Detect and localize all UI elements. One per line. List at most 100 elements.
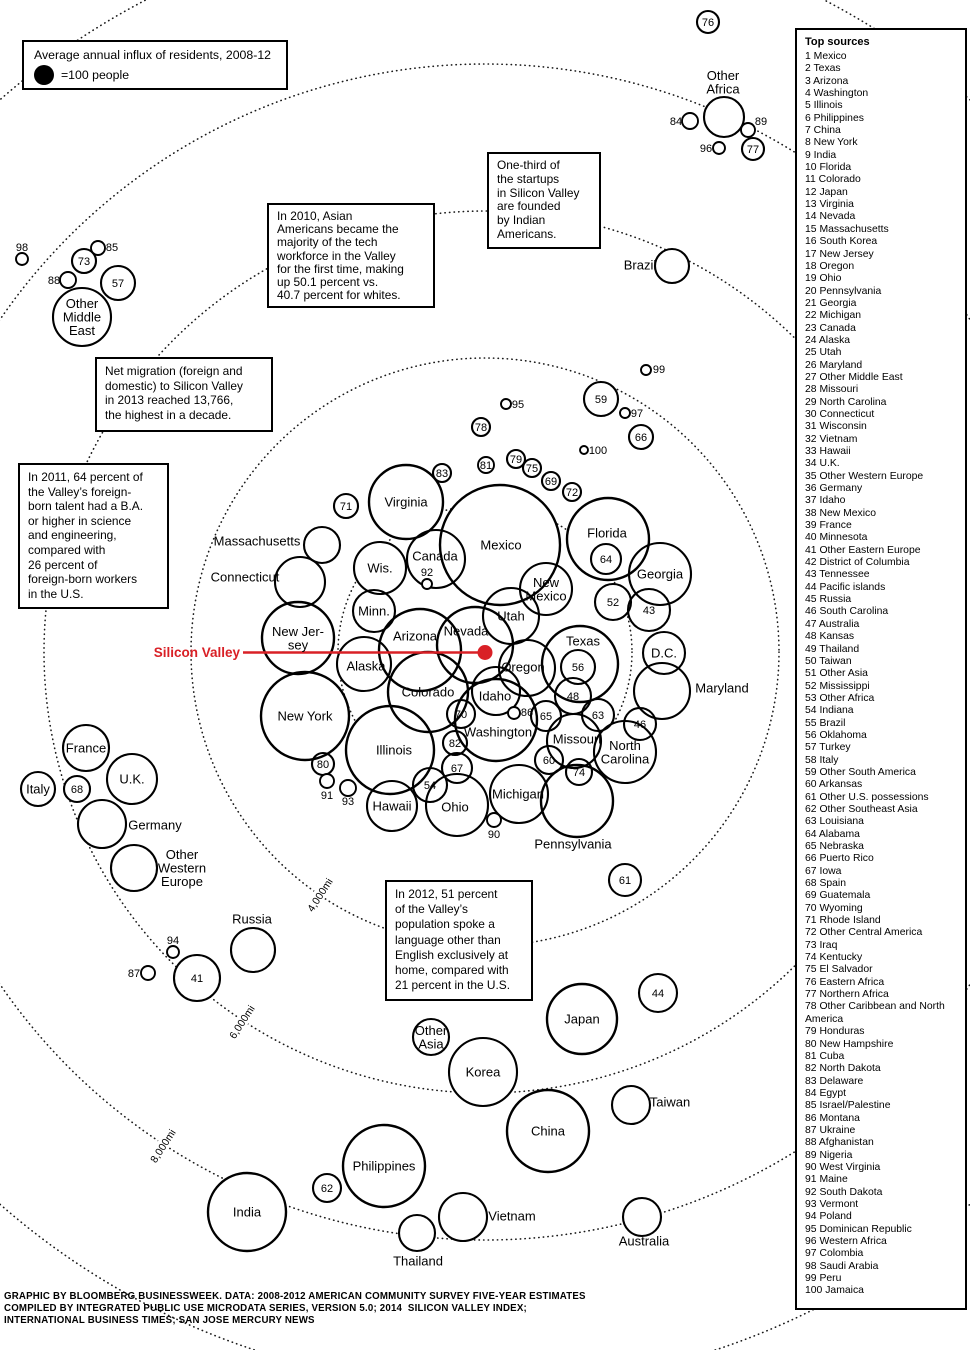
source-item: 59 Other South America [805, 766, 916, 778]
bubble-fill [449, 1038, 517, 1106]
bubble-outline [424, 772, 490, 838]
bubble-fill [261, 672, 349, 760]
legend-box: Average annual influx of residents, 2008… [22, 40, 288, 90]
source-item: 4 Washington [805, 88, 869, 100]
source-item: 93 Vermont [805, 1198, 859, 1210]
bubble-label: Italy [26, 782, 50, 797]
bubble-outline [565, 496, 651, 582]
bubble-fill [334, 494, 358, 518]
bubble-fill [208, 1173, 286, 1251]
bubble-label: Europe [161, 874, 203, 889]
bubble-outline [405, 528, 467, 590]
bubble-outline [411, 1017, 451, 1057]
bubble-fill [567, 498, 649, 580]
ring-label-bg [143, 1121, 182, 1171]
bubble-label: 92 [421, 567, 433, 579]
bubble-fill [472, 418, 490, 436]
bubble-label: Connecticut [211, 570, 280, 585]
bubble-fill [555, 678, 591, 714]
bubble-outline [51, 286, 113, 348]
bubble-label: North [609, 738, 641, 753]
bubble-fill [111, 845, 157, 891]
bubble-fill [697, 11, 719, 33]
bubble-label: Minn. [358, 604, 390, 619]
bubble-outline [431, 462, 453, 484]
bubble-outline [99, 264, 137, 302]
bubble-outline [367, 463, 445, 541]
bubble-label: East [69, 323, 95, 338]
bubble-label: India [233, 1205, 262, 1220]
bubble-fill [337, 637, 391, 691]
bubble-fill [174, 955, 220, 1001]
bubble-fill [72, 249, 96, 273]
source-item: 52 Mississippi [805, 680, 870, 692]
bubble-outline [695, 9, 721, 35]
bubble-small [319, 773, 335, 789]
bubble-fill [639, 974, 677, 1012]
source-item: 45 Russia [805, 594, 852, 606]
bubble-fill [542, 472, 560, 490]
bubble-outline [61, 723, 111, 773]
bubble-outline [76, 798, 128, 850]
bubble-label: 90 [488, 829, 500, 841]
bubble-outline [702, 95, 746, 139]
bubble-outline [632, 661, 692, 721]
ring-label-bg [222, 997, 261, 1047]
bubble-label: Ohio [441, 800, 468, 815]
bubble-outline [352, 540, 408, 596]
bubble-fill [561, 650, 595, 684]
source-item: 71 Rhode Island [805, 915, 881, 927]
source-item: 66 Puerto Rico [805, 853, 874, 865]
bubble-outline [453, 677, 539, 763]
bubble-label: 56 [572, 662, 584, 674]
bubble-outline [540, 624, 620, 704]
bubble-label: 60 [543, 755, 555, 767]
bubble-fill [413, 1019, 449, 1055]
source-item: 51 Other Asia [805, 668, 868, 680]
source-item: 96 Western Africa [805, 1236, 887, 1247]
source-item: 72 Other Central America [805, 927, 923, 939]
bubble-outline [109, 843, 159, 893]
bubble-outline [505, 448, 527, 470]
source-item: 78 Other Caribbean and North America [805, 1001, 945, 1025]
bubble-fill [582, 699, 614, 731]
source-item: 23 Canada [805, 322, 856, 334]
bubble-fill [634, 663, 690, 719]
bubble-fill [612, 1086, 650, 1124]
bubble-label: 71 [340, 501, 352, 513]
bubble-outline [533, 744, 565, 776]
bubble-outline [488, 763, 550, 825]
bubble-label: 59 [595, 394, 607, 406]
bubble-fill [101, 266, 135, 300]
source-item: 35 Other Western Europe [805, 470, 924, 482]
callout-net-migration: Net migration (foreign and domestic) to … [95, 357, 273, 432]
bubble-label: 69 [545, 476, 557, 488]
bubble-label: 48 [567, 691, 579, 703]
bubble-fill [107, 754, 157, 804]
bubble-outline [335, 635, 393, 693]
bubble-outline [445, 698, 477, 730]
bubble-outline [622, 706, 658, 742]
source-item: 55 Brazil [805, 717, 846, 729]
source-item: 82 North Dakota [805, 1063, 881, 1075]
bubble-label: 86 [521, 707, 533, 719]
bubble-fill [704, 97, 744, 137]
bubble-label: Middle [63, 310, 101, 325]
bubble-fill [535, 746, 563, 774]
bubble-small [477, 456, 495, 474]
bubble-label: France [66, 741, 106, 756]
bubble-label: Mexico [480, 538, 521, 553]
source-item: 63 Louisiana [805, 816, 864, 828]
bubble-outline [561, 481, 583, 503]
source-item: 73 Iraq [805, 939, 838, 951]
bubble-outline [229, 926, 277, 974]
ring-label-group: 8,000mi [143, 1121, 182, 1171]
bubble-fill [78, 800, 126, 848]
bubble-fill [507, 450, 525, 468]
attribution: GRAPHIC BY BLOOMBERG BUSINESSWEEK. DATA:… [4, 1291, 586, 1327]
bubble-fill [304, 527, 340, 563]
bubble-label: U.K. [119, 772, 144, 787]
bubble-label: 46 [634, 719, 646, 731]
